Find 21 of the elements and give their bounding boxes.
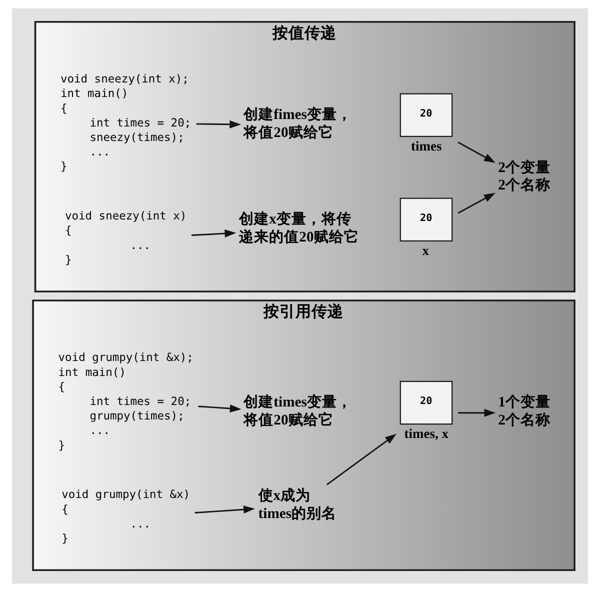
node-text: 2个变量 2个名称 (498, 160, 550, 194)
node-text: 创建x变量，将传递来的值20赋给它 (239, 211, 359, 246)
arrow (326, 434, 396, 486)
arrow (458, 408, 496, 417)
node-text: 创建fimes变量，将值20赋给它 (244, 106, 352, 141)
arrow (196, 120, 242, 128)
node-label: x (422, 243, 430, 258)
node-text: 创建times变量，将值20赋给它 (244, 394, 352, 429)
arrow (458, 142, 496, 163)
node-label: times, x (404, 426, 448, 442)
arrow (194, 506, 255, 514)
node-text: void sneezy(int x) { ... } (65, 210, 187, 266)
node-text: void grumpy(int &x) { ... } (62, 488, 190, 546)
arrow (191, 230, 236, 238)
arrow (458, 192, 496, 214)
node-label: times (411, 138, 442, 154)
node-text: void sneezy(int x); int main() { int times = 20; sneezy(times); ... } (60, 72, 192, 174)
arrow (198, 404, 242, 412)
node-text: void grumpy(int &x); int main() { int times = 20; grumpy(times); ... } (58, 351, 194, 452)
node-text: 使x成为times的别名 (258, 488, 337, 522)
node-text: 1个变量 2个名称 (498, 394, 550, 429)
